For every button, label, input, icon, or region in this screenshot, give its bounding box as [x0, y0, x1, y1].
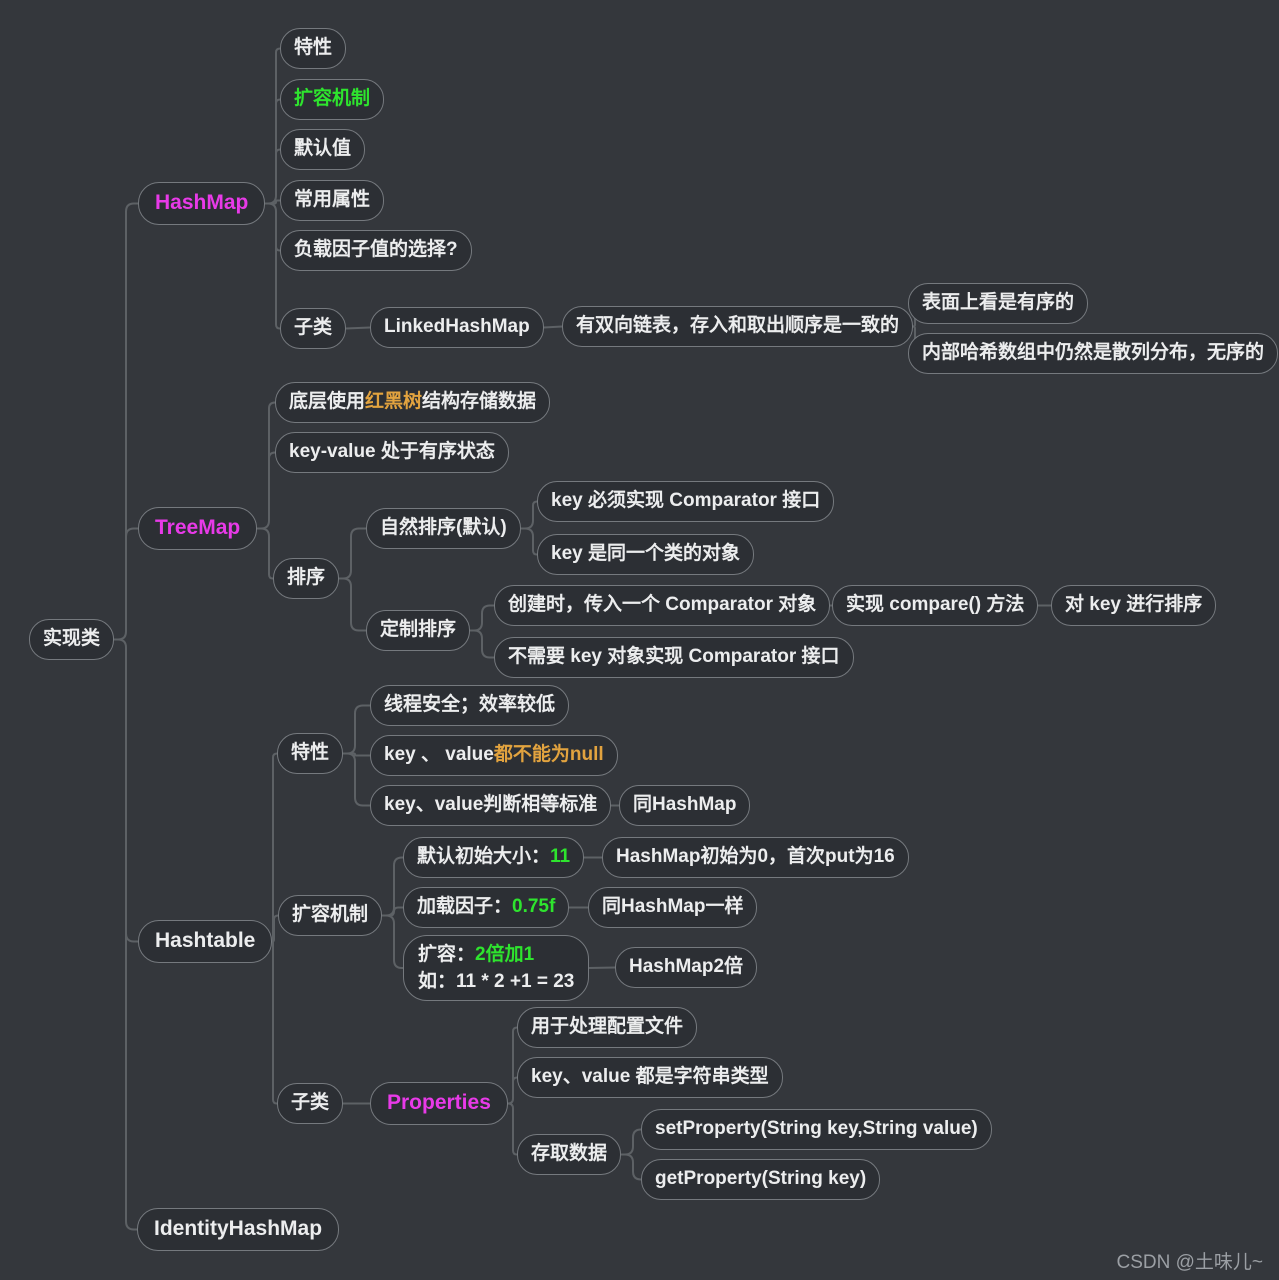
node-treemap-natural-comparator[interactable]: key 必须实现 Comparator 接口 [537, 481, 835, 522]
node-hashtable-equality-standard[interactable]: key、value判断相等标准 [370, 785, 612, 826]
node-hashmap-default-values[interactable]: 默认值 [280, 129, 366, 170]
text-segment-highlight: 都不能为null [493, 744, 604, 765]
node-properties-config-files[interactable]: 用于处理配置文件 [517, 1007, 698, 1048]
node-hashtable-load-factor[interactable]: 加载因子：0.75f [403, 887, 570, 928]
text-segment: 如：11 * 2 +1 = 23 [418, 971, 575, 992]
node-properties[interactable]: Properties [370, 1082, 508, 1125]
node-properties-get-property[interactable]: getProperty(String key) [641, 1159, 881, 1200]
text-segment-highlight: 11 [550, 846, 571, 867]
node-treemap-custom-create[interactable]: 创建时，传入一个 Comparator 对象 [494, 585, 831, 626]
text-segment-highlight: 2倍加1 [475, 944, 535, 965]
node-linkedhashmap-looks-ordered[interactable]: 表面上看是有序的 [908, 283, 1089, 324]
node-hashmap[interactable]: HashMap [138, 182, 266, 225]
text-segment: 默认初始大小： [417, 846, 551, 867]
node-hashtable-no-null[interactable]: key 、 value都不能为null [370, 735, 618, 776]
node-hashtable[interactable]: Hashtable [138, 920, 273, 963]
node-hashmap-subclass[interactable]: 子类 [280, 308, 347, 349]
node-hashtable-thread-safe[interactable]: 线程安全；效率较低 [370, 685, 570, 726]
node-hashmap-load-factor-choice[interactable]: 负载因子值的选择? [280, 230, 472, 271]
watermark: CSDN @土味儿~ [1116, 1252, 1264, 1273]
text-segment-highlight: 0.75f [512, 896, 556, 917]
text-segment-highlight: 红黑树 [365, 391, 423, 412]
node-hashtable-features[interactable]: 特性 [277, 733, 344, 774]
node-identityhashmap[interactable]: IdentityHashMap [137, 1208, 340, 1251]
node-treemap-red-black-tree[interactable]: 底层使用红黑树结构存储数据 [275, 382, 551, 423]
node-linkedhashmap-doubly-linked[interactable]: 有双向链表，存入和取出顺序是一致的 [562, 306, 914, 347]
node-properties-set-property[interactable]: setProperty(String key,String value) [641, 1109, 992, 1150]
node-treemap[interactable]: TreeMap [138, 507, 258, 550]
node-treemap-sorting[interactable]: 排序 [273, 558, 340, 599]
node-hashtable-factor-same-as-hashmap[interactable]: 同HashMap一样 [588, 887, 758, 928]
node-hashmap-expansion-mechanism[interactable]: 扩容机制 [280, 79, 385, 120]
node-hashtable-default-initial-size[interactable]: 默认初始大小：11 [403, 837, 585, 878]
text-segment: key 、 value [384, 744, 494, 765]
node-properties-access-data[interactable]: 存取数据 [517, 1134, 622, 1175]
node-treemap-custom-sort[interactable]: 定制排序 [366, 610, 471, 651]
text-segment: 结构存储数据 [422, 391, 537, 412]
node-properties-string-type[interactable]: key、value 都是字符串类型 [517, 1057, 783, 1098]
text-line: 扩容：2倍加1 [418, 941, 574, 968]
node-treemap-custom-sort-by-key[interactable]: 对 key 进行排序 [1051, 585, 1217, 626]
text-segment: 加载因子： [417, 896, 513, 917]
node-treemap-custom-no-comparator-needed[interactable]: 不需要 key 对象实现 Comparator 接口 [494, 637, 854, 678]
text-segment: 底层使用 [289, 391, 366, 412]
node-treemap-kv-ordered[interactable]: key-value 处于有序状态 [275, 432, 509, 473]
node-hashtable-subclass[interactable]: 子类 [277, 1083, 344, 1124]
node-root-implementation-classes[interactable]: 实现类 [29, 619, 115, 660]
text-line: 如：11 * 2 +1 = 23 [418, 968, 574, 995]
node-hashtable-grow-vs-hashmap[interactable]: HashMap2倍 [615, 947, 758, 988]
node-treemap-custom-compare-method[interactable]: 实现 compare() 方法 [832, 585, 1039, 626]
node-hashmap-common-properties[interactable]: 常用属性 [280, 180, 385, 221]
node-treemap-natural-same-class[interactable]: key 是同一个类的对象 [537, 534, 754, 575]
node-hashtable-grow-rule[interactable]: 扩容：2倍加1 如：11 * 2 +1 = 23 [403, 935, 590, 1001]
node-treemap-natural-sort[interactable]: 自然排序(默认) [366, 508, 521, 549]
node-hashtable-size-vs-hashmap[interactable]: HashMap初始为0，首次put为16 [602, 837, 909, 878]
node-hashtable-same-as-hashmap[interactable]: 同HashMap [619, 785, 751, 826]
node-hashtable-expansion-mechanism[interactable]: 扩容机制 [278, 895, 383, 936]
node-linkedhashmap-hash-unordered[interactable]: 内部哈希数组中仍然是散列分布，无序的 [908, 333, 1279, 374]
node-linkedhashmap[interactable]: LinkedHashMap [370, 307, 544, 348]
node-hashmap-features[interactable]: 特性 [280, 28, 347, 69]
text-segment: 扩容： [418, 944, 476, 965]
